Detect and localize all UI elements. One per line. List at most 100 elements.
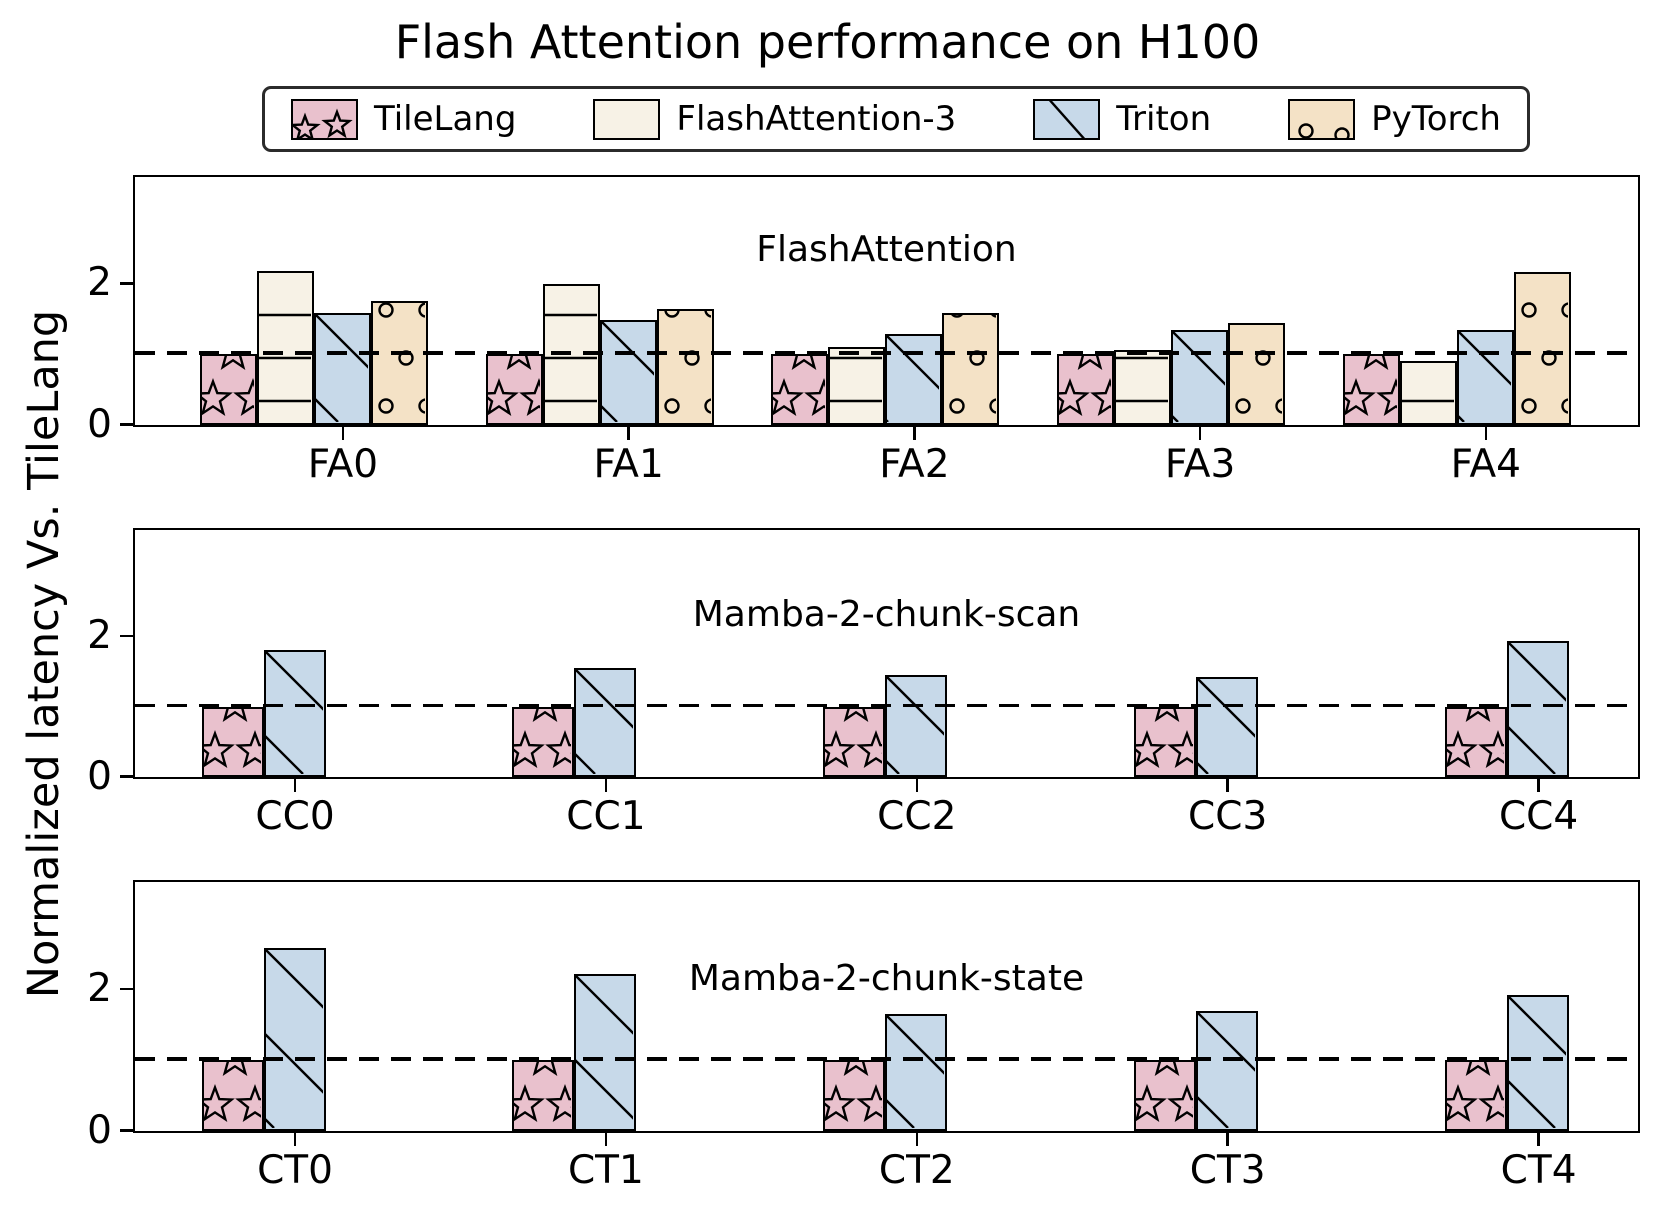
- y-tick-label: 2: [87, 965, 112, 1011]
- x-tick-label-fa2: FA2: [879, 442, 950, 487]
- plot-area-flashattention: [135, 177, 1638, 425]
- subplot-mamba-2-chunk-state: Mamba-2-chunk-state: [133, 880, 1640, 1133]
- bar-flashattention-3-fa3: [1114, 350, 1172, 425]
- reference-line: [135, 351, 1638, 355]
- legend-label: Triton: [1116, 99, 1212, 139]
- x-tick-label-ct2: CT2: [878, 1148, 955, 1193]
- subplot-title: Mamba-2-chunk-scan: [692, 594, 1081, 635]
- x-tick-mark: [1226, 779, 1229, 792]
- y-tick-mark: [120, 423, 133, 426]
- y-tick-label: 0: [87, 1107, 112, 1153]
- bar-tilelang-cc2: [823, 707, 886, 777]
- bar-triton-fa1: [599, 320, 657, 425]
- x-tick-mark: [1226, 1133, 1229, 1146]
- bar-triton-cc0: [263, 650, 326, 777]
- x-tick-mark: [1537, 779, 1540, 792]
- plot-area-mamba-2-chunk-scan: [135, 530, 1638, 777]
- x-tick-mark: [913, 427, 916, 440]
- x-tick-mark: [293, 779, 297, 792]
- y-tick-mark: [120, 634, 133, 638]
- bar-tilelang-fa1: [485, 354, 543, 425]
- pytorch-swatch-icon: [1288, 98, 1356, 140]
- bar-triton-cc3: [1196, 677, 1259, 777]
- x-tick-mark: [293, 1133, 297, 1146]
- flashattention-3-swatch-icon: [593, 98, 661, 140]
- y-tick-label: 2: [87, 260, 112, 306]
- x-tick-mark: [604, 779, 608, 792]
- x-tick-label-cc1: CC1: [566, 794, 646, 839]
- triton-swatch-icon: [1033, 98, 1101, 140]
- subplot-mamba-2-chunk-scan: Mamba-2-chunk-scan: [133, 528, 1640, 779]
- bar-tilelang-ct2: [823, 1060, 886, 1131]
- bar-pytorch-fa1: [656, 309, 714, 425]
- x-tick-label-cc3: CC3: [1188, 794, 1268, 839]
- bar-triton-ct3: [1196, 1011, 1259, 1131]
- legend-label: PyTorch: [1371, 99, 1501, 139]
- x-tick-mark: [915, 779, 919, 792]
- legend-item-tilelang: TileLang: [291, 98, 517, 140]
- figure-title: Flash Attention performance on H100: [394, 15, 1261, 69]
- bar-tilelang-ct0: [201, 1060, 264, 1131]
- legend-item-triton: Triton: [1033, 98, 1212, 140]
- bar-tilelang-ct1: [512, 1060, 575, 1131]
- x-tick-label-fa3: FA3: [1164, 442, 1236, 487]
- bar-triton-cc2: [885, 675, 948, 777]
- bar-tilelang-fa0: [199, 354, 257, 425]
- bar-pytorch-fa0: [370, 301, 428, 425]
- x-tick-label-cc0: CC0: [255, 794, 335, 839]
- bar-tilelang-cc3: [1134, 707, 1197, 777]
- x-tick-label-fa1: FA1: [593, 442, 664, 487]
- x-tick-mark: [604, 1133, 608, 1146]
- bar-flashattention-3-fa4: [1399, 361, 1457, 425]
- bar-triton-cc1: [574, 668, 637, 777]
- x-tick-mark: [1537, 1133, 1540, 1146]
- bar-triton-fa0: [313, 313, 371, 425]
- bar-tilelang-fa4: [1342, 354, 1400, 425]
- x-tick-label-fa4: FA4: [1450, 442, 1521, 487]
- y-tick-mark: [120, 775, 133, 778]
- legend-item-pytorch: PyTorch: [1288, 98, 1501, 140]
- bar-pytorch-fa3: [1228, 323, 1286, 425]
- y-tick-mark: [120, 282, 133, 285]
- bar-triton-cc4: [1507, 641, 1570, 777]
- bar-triton-ct0: [263, 948, 326, 1131]
- x-tick-label-ct1: CT1: [567, 1148, 644, 1193]
- bar-flashattention-3-fa0: [256, 271, 314, 425]
- x-tick-mark: [341, 427, 345, 440]
- x-tick-label-ct4: CT4: [1500, 1148, 1577, 1193]
- tilelang-swatch-icon: [291, 98, 358, 140]
- x-tick-mark: [915, 1133, 919, 1146]
- bar-tilelang-cc0: [201, 707, 264, 777]
- x-tick-label-ct0: CT0: [257, 1148, 333, 1193]
- y-tick-mark: [120, 987, 133, 991]
- x-tick-label-ct3: CT3: [1189, 1148, 1266, 1193]
- bar-pytorch-fa4: [1513, 272, 1571, 425]
- bar-pytorch-fa2: [942, 313, 1000, 425]
- plot-area-mamba-2-chunk-state: [135, 882, 1638, 1131]
- bar-triton-fa4: [1456, 330, 1514, 425]
- legend-item-flashattention-3: FlashAttention-3: [593, 98, 956, 140]
- bar-tilelang-cc4: [1445, 707, 1508, 777]
- y-tick-label: 0: [87, 753, 112, 799]
- bar-triton-ct4: [1507, 995, 1570, 1131]
- bar-tilelang-cc1: [512, 707, 575, 777]
- x-tick-label-cc4: CC4: [1498, 794, 1579, 839]
- bar-triton-ct2: [885, 1014, 948, 1131]
- x-tick-label-cc2: CC2: [877, 794, 957, 839]
- x-tick-label-fa0: FA0: [307, 442, 379, 487]
- bar-triton-ct1: [574, 974, 637, 1131]
- x-tick-mark: [1198, 427, 1202, 440]
- bar-tilelang-fa3: [1057, 354, 1115, 425]
- y-tick-mark: [120, 1129, 133, 1132]
- reference-line: [135, 1057, 1638, 1061]
- x-tick-mark: [1484, 427, 1488, 440]
- reference-line: [135, 703, 1638, 708]
- legend: TileLang FlashAttention-3 Triton PyTorch: [262, 86, 1530, 152]
- bar-triton-fa2: [885, 334, 943, 425]
- bar-tilelang-ct3: [1134, 1060, 1197, 1131]
- bar-tilelang-ct4: [1445, 1060, 1508, 1131]
- bar-tilelang-fa2: [771, 354, 829, 425]
- legend-label: TileLang: [374, 99, 517, 139]
- subplot-title: Mamba-2-chunk-state: [688, 958, 1085, 999]
